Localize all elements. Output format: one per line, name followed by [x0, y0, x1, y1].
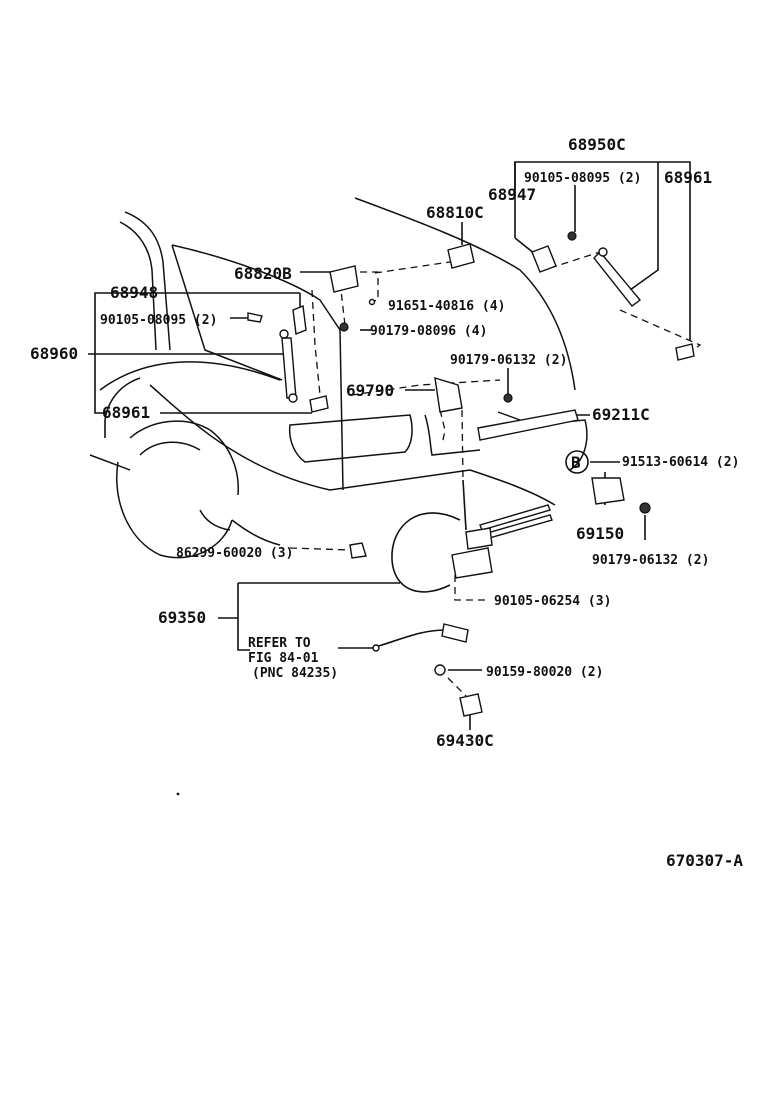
label-69350: 69350 — [158, 608, 206, 627]
label-68960: 68960 — [30, 344, 78, 363]
back-door-opener-cable — [441, 623, 469, 643]
label-68961-left: 68961 — [102, 403, 150, 422]
back-door-handle — [477, 409, 579, 441]
label-69430c: 69430C — [436, 731, 494, 750]
label-90105-08095-left: 90105-08095 (2) — [100, 313, 217, 328]
label-91513-60614: 91513-60614 (2) — [622, 455, 739, 470]
label-90105-06254: 90105-06254 (3) — [494, 594, 611, 609]
label-69150: 69150 — [576, 524, 624, 543]
label-68961-top: 68961 — [664, 168, 712, 187]
label-90179-06132-top: 90179-06132 (2) — [450, 353, 567, 368]
label-68820b: 68820B — [234, 264, 292, 283]
label-68810c: 68810C — [426, 203, 484, 222]
label-90179-06132-bottom: 90179-06132 (2) — [592, 553, 709, 568]
figure-code: 670307-A — [666, 851, 743, 870]
back-door-stay-right — [593, 250, 642, 307]
label-fig-84-01: FIG 84-01 — [248, 651, 319, 666]
lock-cylinder — [591, 477, 625, 505]
label-90179-08096: 90179-08096 (4) — [370, 324, 487, 339]
label-68947: 68947 — [488, 185, 536, 204]
vehicle-body-outline — [89, 197, 588, 559]
label-refer-to: REFER TO — [248, 636, 311, 651]
label-86299-60020: 86299-60020 (3) — [176, 546, 293, 561]
label-69790: 69790 — [346, 381, 394, 400]
label-91651-40816: 91651-40816 (4) — [388, 299, 505, 314]
back-door-lock — [434, 377, 463, 413]
label-90105-08095-top: 90105-08095 (2) — [524, 171, 641, 186]
reference-b-circle — [565, 450, 589, 474]
label-69211c: 69211C — [592, 405, 650, 424]
label-68950c: 68950C — [568, 135, 626, 154]
label-b: B — [571, 453, 581, 472]
back-door-stay-left — [281, 337, 297, 399]
label-90159-80020: 90159-80020 (2) — [486, 665, 603, 680]
part-labels: 68950C 90105-08095 (2) 68947 68961 68810… — [30, 135, 743, 870]
back-door-striker — [459, 693, 483, 717]
back-door-hinge — [447, 243, 475, 269]
label-pnc-84235: (PNC 84235) — [252, 666, 338, 681]
label-68948: 68948 — [110, 283, 158, 302]
back-door-lock-actuator — [451, 547, 493, 579]
parts — [176, 231, 695, 796]
